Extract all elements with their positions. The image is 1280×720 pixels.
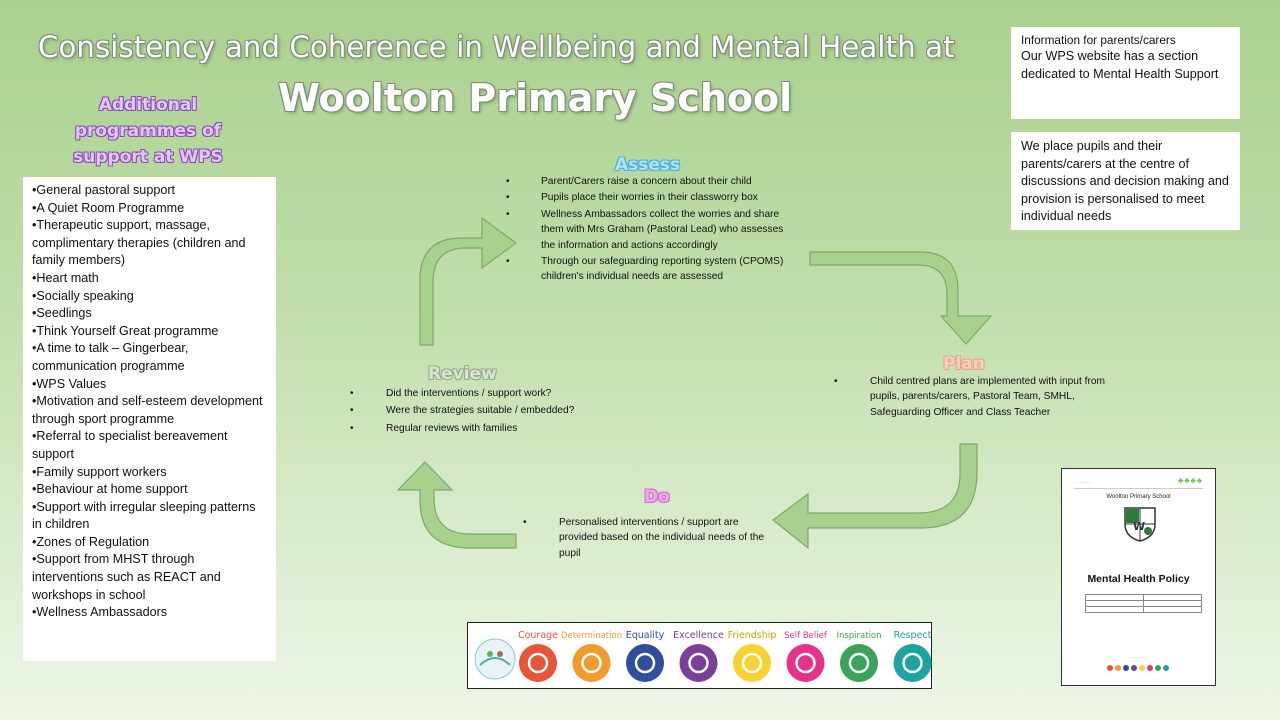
assess-heading: Assess [615, 155, 681, 175]
value-badge-circle [733, 644, 771, 682]
value-label: Equality [626, 630, 665, 641]
plan-list-item: Child centred plans are implemented with… [834, 374, 1119, 420]
review-list-item: Did the interventions / support work? [350, 386, 585, 402]
value-label: Courage [518, 630, 558, 641]
programme-item: •Family support workers [32, 464, 167, 479]
assess-list-item: Through our safeguarding reporting syste… [506, 254, 796, 285]
policy-footer-decoration: ~ ~ ~ ~ ~ [1130, 655, 1147, 660]
value-badge-emblem-icon [634, 652, 656, 674]
svg-text:W: W [1133, 520, 1145, 533]
assess-list-item: Pupils place their worries in their clas… [506, 190, 796, 206]
value-badge: Excellence [673, 630, 724, 682]
value-label: Determination [561, 631, 622, 641]
programme-item: •WPS Values [32, 376, 107, 391]
policy-values-dots [1107, 665, 1169, 671]
value-badge: Respect [893, 630, 932, 682]
value-label: Respect [894, 630, 932, 641]
value-badge-emblem-icon [688, 652, 709, 674]
value-badge-circle [626, 644, 664, 682]
programme-item: •General pastoral support [32, 183, 176, 197]
value-badge-emblem-icon [848, 652, 870, 674]
value-badge-emblem-icon [527, 652, 549, 674]
programme-item: •Motivation and self-esteem development … [32, 394, 263, 426]
parents-info-box: Information for parents/carers Our WPS w… [1011, 27, 1240, 119]
school-crest-icon: W [1124, 507, 1156, 542]
value-badge-emblem-icon [902, 652, 923, 674]
value-badge: Equality [626, 630, 665, 682]
arrow-assess-to-plan [809, 251, 993, 345]
arrow-do-to-review [396, 461, 517, 549]
value-badge: Determination [561, 631, 622, 682]
value-label: Inspiration [836, 631, 881, 641]
centre-info-box: We place pupils and their parents/carers… [1011, 132, 1240, 230]
arrow-review-to-assess [419, 216, 518, 346]
programme-item: •Zones of Regulation [32, 534, 150, 549]
assess-list: Parent/Carers raise a concern about thei… [506, 174, 796, 286]
centre-info-text: We place pupils and their parents/carers… [1021, 139, 1229, 223]
programme-item: •Socially speaking [32, 288, 134, 303]
review-heading: Review [428, 364, 497, 384]
value-label: Friendship [728, 630, 777, 641]
value-label: Self Belief [784, 631, 828, 641]
trees-icon: ♣♣♣♣ [1178, 476, 1203, 485]
policy-tagline-decoration: ~ ~ ~ ~ ~ [1076, 480, 1093, 485]
mental-health-policy-thumbnail: ~ ~ ~ ~ ~ ♣♣♣♣ Woolton Primary School W … [1061, 468, 1216, 686]
programme-item: •Referral to specialist bereavement supp… [32, 429, 228, 461]
value-badge-circle [679, 644, 718, 682]
value-badge-emblem-icon [795, 652, 816, 674]
programme-item: •Therapeutic support, massage, complimen… [32, 218, 246, 268]
policy-details-table [1085, 594, 1202, 613]
programme-item: •Support from MHST through interventions… [32, 552, 221, 602]
programmes-list: •General pastoral support •A Quiet Room P… [32, 182, 268, 622]
page-title-line1: Consistency and Coherence in Wellbeing a… [38, 30, 955, 64]
programme-item: •A time to talk – Gingerbear, communicat… [32, 341, 189, 373]
value-badge-circle [893, 644, 932, 682]
policy-school-name: Woolton Primary School [1106, 494, 1171, 500]
value-badge-circle [572, 644, 611, 682]
programme-item: •Support with irregular sleeping pattern… [32, 499, 256, 532]
value-label: Excellence [673, 630, 724, 641]
arrow-plan-to-do [772, 443, 978, 550]
programme-item: •Think Yourself Great programme [32, 323, 219, 338]
school-logo-icon [474, 638, 516, 680]
assess-list-item: Wellness Ambassadors collect the worries… [506, 207, 796, 253]
value-badge-circle [786, 644, 825, 682]
plan-list: Child centred plans are implemented with… [834, 374, 1119, 421]
policy-title: Mental Health Policy [1087, 573, 1190, 585]
review-list-item: Regular reviews with families [350, 421, 585, 437]
programmes-list-box: •General pastoral support •A Quiet Room P… [23, 177, 276, 661]
do-list: Personalised interventions / support are… [523, 515, 773, 562]
parents-info-heading: Information for parents/carers [1021, 33, 1176, 47]
review-list: Did the interventions / support work?Wer… [350, 386, 585, 438]
page-title-line2: Woolton Primary School [278, 76, 793, 120]
value-badge: Inspiration [836, 631, 882, 682]
value-badge-emblem-icon [741, 652, 763, 674]
do-list-item: Personalised interventions / support are… [523, 515, 773, 561]
value-badge-emblem-icon [581, 652, 602, 674]
do-heading: Do [644, 487, 670, 507]
programme-item: •Wellness Ambassadors [32, 605, 168, 620]
value-badge: Friendship [728, 630, 777, 682]
programme-item: •Seedlings [32, 306, 92, 321]
plan-heading: Plan [943, 354, 985, 374]
parents-info-text: Our WPS website has a section dedicated … [1021, 49, 1219, 81]
assess-list-item: Parent/Carers raise a concern about thei… [506, 174, 796, 190]
policy-header-rule [1074, 488, 1203, 489]
value-badge-circle [519, 644, 557, 682]
programme-item: •A Quiet Room Programme [32, 200, 185, 215]
programme-item: •Behaviour at home support [32, 482, 188, 497]
value-badge: Self Belief [784, 631, 828, 682]
programme-item: •Heart math [32, 270, 99, 285]
programmes-heading: Additional programmes of support at WPS [73, 95, 223, 167]
value-badge-circle [840, 644, 878, 682]
review-list-item: Were the strategies suitable / embedded? [350, 403, 585, 419]
value-badge: Courage [518, 630, 558, 682]
